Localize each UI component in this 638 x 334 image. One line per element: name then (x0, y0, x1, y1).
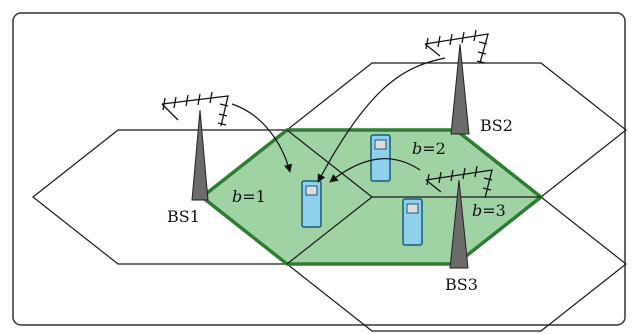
tower-bs2 (450, 43, 470, 135)
tower-bs3 (449, 179, 469, 269)
bs1-label: BS1 (167, 207, 200, 226)
arrow-bs1-to-device (231, 103, 293, 173)
device-2 (370, 134, 391, 182)
bs2-label: BS2 (480, 116, 513, 135)
antenna-rig-bs1 (161, 91, 229, 127)
antenna-rig-bs3 (425, 165, 493, 199)
region-label-1: b=1 (232, 187, 266, 206)
partition-line (286, 196, 373, 265)
arrow-bs3-to-device (329, 158, 421, 183)
arrow-bs2-to-device (317, 57, 446, 183)
region-label-2: b=2 (412, 139, 446, 158)
bs3-label: BS3 (445, 275, 478, 294)
device-1 (301, 180, 322, 228)
region-label-3: b=3 (472, 201, 506, 220)
antenna-rig-bs2 (424, 29, 489, 64)
tower-bs1 (191, 109, 209, 201)
device-3 (402, 198, 423, 246)
partition-line (286, 129, 373, 198)
